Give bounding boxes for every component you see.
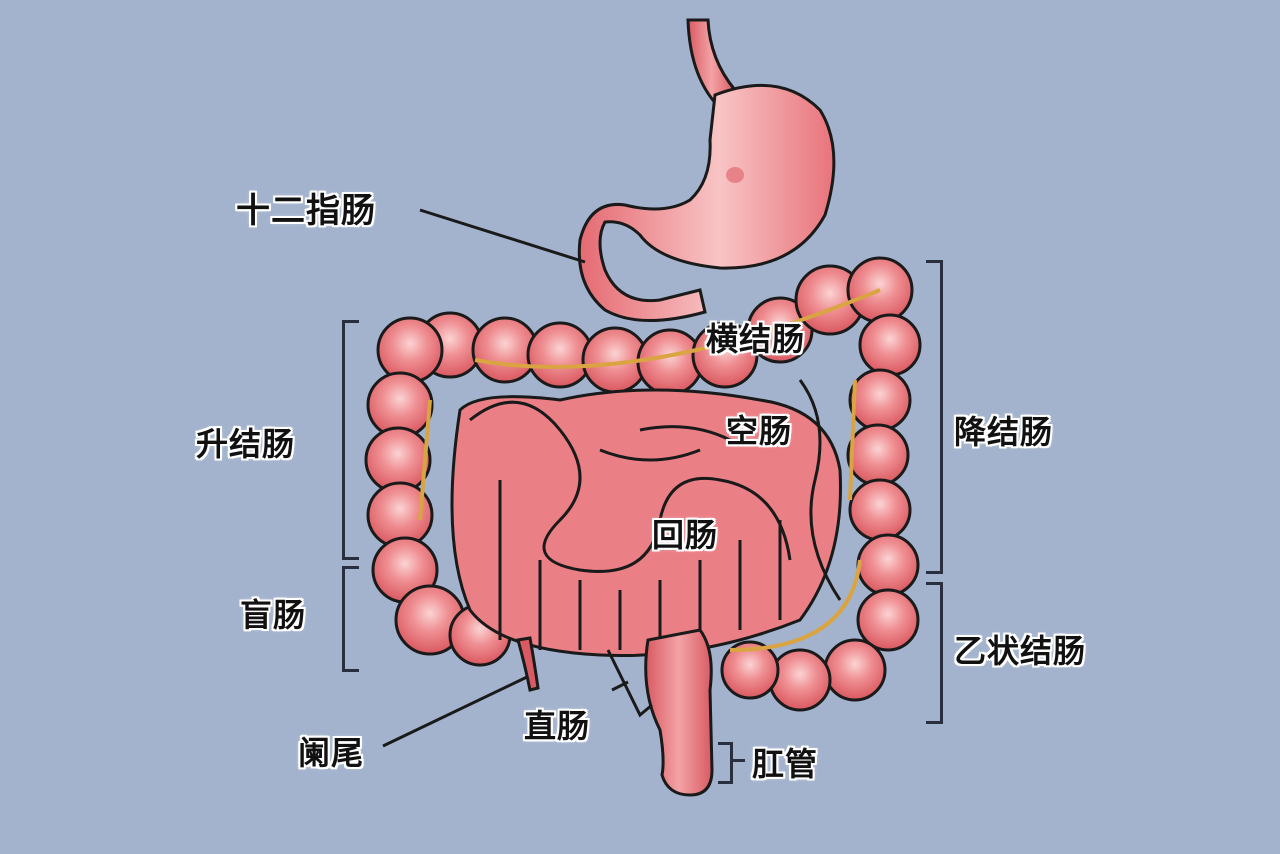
small-intestine: [450, 379, 842, 658]
cecum-bracket: [342, 566, 359, 672]
ascending-colon-bracket: [342, 320, 359, 560]
descending-colon-bracket: [926, 260, 943, 574]
sigmoid-colon-bracket: [926, 582, 943, 724]
label-duodenum: 十二指肠: [236, 191, 376, 231]
anal-canal-tick: [733, 759, 745, 762]
appendix: [516, 636, 540, 692]
label-jejunum: 空肠: [726, 412, 793, 450]
label-ileum: 回肠: [652, 516, 719, 554]
label-ascending-colon: 升结肠: [196, 425, 296, 463]
label-cecum: 盲肠: [240, 596, 307, 634]
colon: [364, 256, 922, 712]
label-appendix: 阑尾: [298, 734, 365, 772]
stomach: [577, 83, 836, 323]
label-rectum: 直肠: [524, 707, 591, 745]
rectum: [644, 628, 714, 797]
label-sigmoid-colon: 乙状结肠: [954, 632, 1087, 670]
label-transverse-colon: 横结肠: [706, 320, 806, 358]
anal-canal-bracket: [718, 742, 733, 784]
label-descending-colon: 降结肠: [954, 413, 1054, 451]
label-anal-canal: 肛管: [752, 745, 819, 783]
